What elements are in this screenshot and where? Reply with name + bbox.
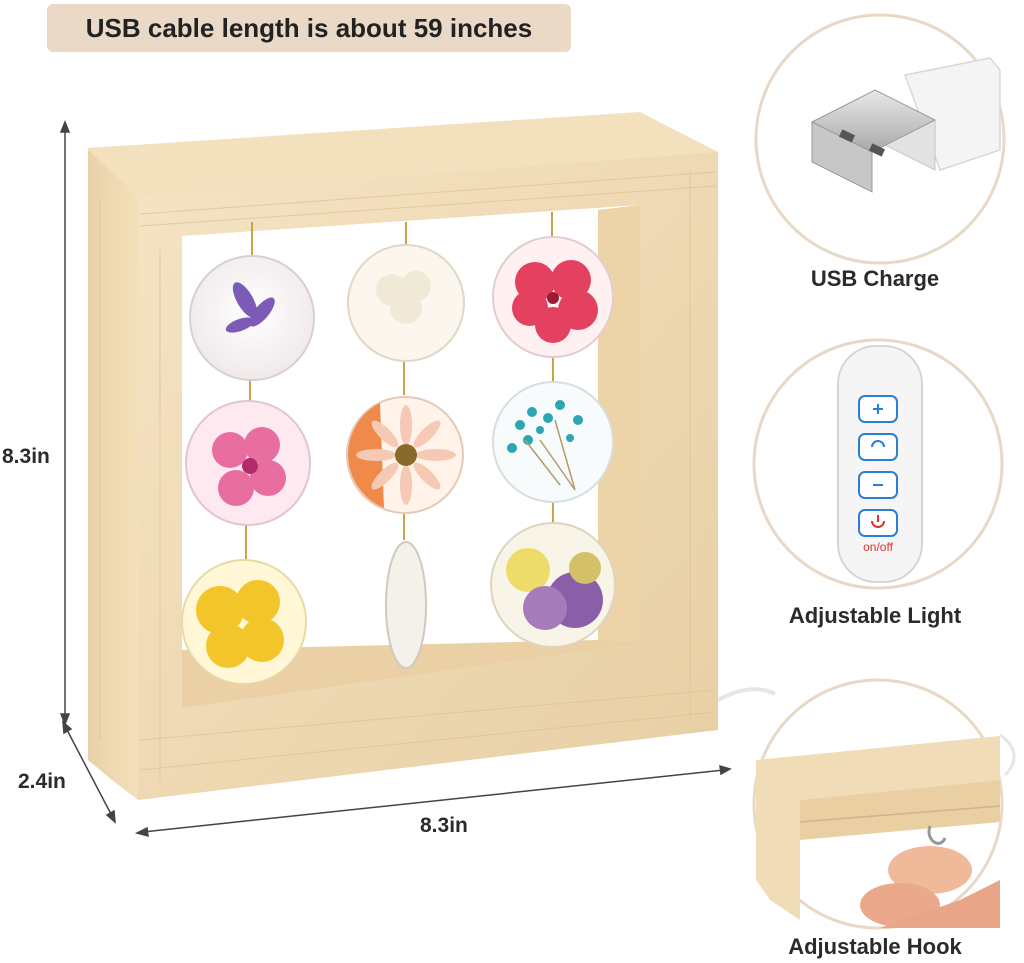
- resin-pendants: [181, 212, 616, 685]
- cable-length-banner: USB cable length is about 59 inches: [47, 4, 571, 52]
- adjustable-hook-caption: Adjustable Hook: [788, 934, 962, 959]
- remote-detail: [752, 338, 1004, 590]
- adjustable-light-caption: Adjustable Light: [788, 603, 962, 628]
- depth-dimension: 2.4in: [18, 770, 66, 793]
- height-dimension: 8.3in: [2, 445, 50, 468]
- dimension-lines: [59, 119, 732, 838]
- width-dimension: 8.3in: [420, 814, 468, 837]
- usb-detail: [754, 13, 1006, 265]
- hook-detail: [752, 678, 1004, 930]
- usb-charge-caption: USB Charge: [810, 266, 940, 291]
- remote-power-label: on/off: [863, 540, 893, 554]
